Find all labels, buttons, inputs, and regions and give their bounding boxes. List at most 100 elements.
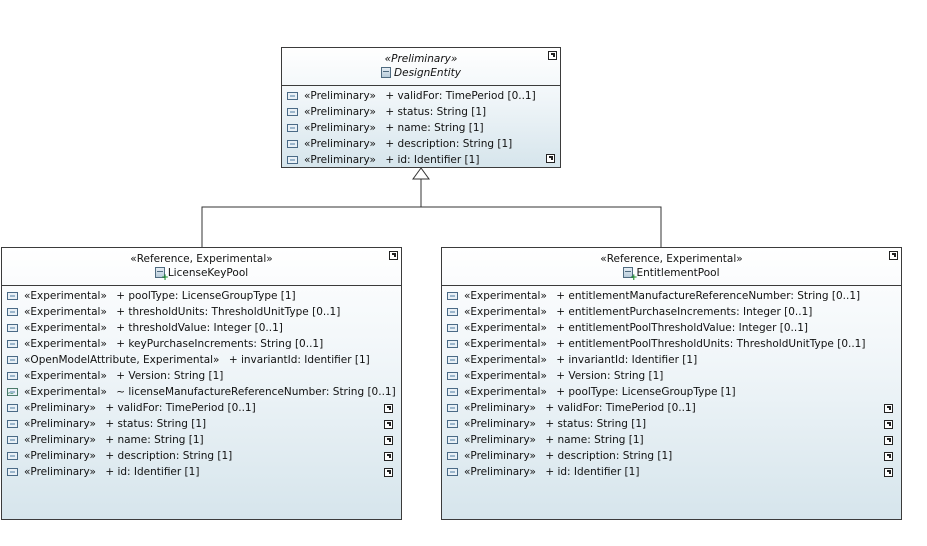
attribute-stereotype: «Experimental» bbox=[24, 290, 107, 302]
attribute-row[interactable]: «Preliminary» + description: String [1] bbox=[447, 448, 901, 464]
link-icon[interactable] bbox=[884, 452, 893, 461]
attribute-text: + name: String [1] bbox=[385, 122, 484, 134]
attribute-stereotype: «Preliminary» bbox=[24, 450, 96, 462]
attribute-text: + name: String [1] bbox=[545, 434, 644, 446]
attribute-text: + description: String [1] bbox=[385, 138, 513, 150]
attribute-stereotype: «Experimental» bbox=[464, 322, 547, 334]
attribute-icon bbox=[287, 92, 298, 100]
attribute-row[interactable]: «Preliminary» + validFor: TimePeriod [0.… bbox=[7, 400, 401, 416]
attribute-text: + Version: String [1] bbox=[116, 370, 224, 382]
attribute-list: «Experimental» + poolType: LicenseGroupT… bbox=[2, 286, 401, 480]
class-name: DesignEntity bbox=[282, 66, 560, 81]
attribute-text: + entitlementPoolThresholdUnits: Thresho… bbox=[556, 338, 866, 350]
attribute-text: ~ licenseManufactureReferenceNumber: Str… bbox=[116, 386, 396, 398]
link-icon[interactable] bbox=[884, 420, 893, 429]
attribute-text: + id: Identifier [1] bbox=[105, 466, 200, 478]
attribute-row[interactable]: «Preliminary» + status: String [1] bbox=[447, 416, 901, 432]
attribute-stereotype: «Preliminary» bbox=[304, 138, 376, 150]
attribute-text: + id: Identifier [1] bbox=[545, 466, 640, 478]
attribute-text: + keyPurchaseIncrements: String [0..1] bbox=[116, 338, 324, 350]
link-icon[interactable] bbox=[389, 251, 398, 260]
generalization-connector bbox=[201, 206, 662, 247]
link-icon[interactable] bbox=[884, 436, 893, 445]
attribute-text: + entitlementManufactureReferenceNumber:… bbox=[556, 290, 861, 302]
link-icon[interactable] bbox=[884, 404, 893, 413]
attribute-stereotype: «Preliminary» bbox=[304, 90, 376, 102]
attribute-row[interactable]: «Experimental» + entitlementPurchaseIncr… bbox=[447, 304, 901, 320]
attribute-row[interactable]: «Preliminary» + id: Identifier [1] bbox=[447, 464, 901, 480]
attribute-row[interactable]: «Experimental» + thresholdUnits: Thresho… bbox=[7, 304, 401, 320]
class-stereotype: «Reference, Experimental» bbox=[130, 253, 273, 265]
attribute-text: + poolType: LicenseGroupType [1] bbox=[556, 386, 736, 398]
compartment-divider bbox=[442, 285, 901, 286]
attribute-row[interactable]: «Experimental» + poolType: LicenseGroupT… bbox=[7, 288, 401, 304]
class-design-entity[interactable]: «Preliminary» DesignEntity «Preliminary»… bbox=[281, 47, 561, 168]
attribute-stereotype: «Experimental» bbox=[24, 370, 107, 382]
class-license-key-pool[interactable]: «Reference, Experimental» LicenseKeyPool… bbox=[1, 247, 402, 520]
attribute-row[interactable]: «Preliminary» + status: String [1] bbox=[287, 104, 560, 120]
attribute-stereotype: «Preliminary» bbox=[24, 418, 96, 430]
attribute-stereotype: «Experimental» bbox=[464, 306, 547, 318]
link-icon[interactable] bbox=[384, 468, 393, 477]
attribute-icon bbox=[447, 356, 458, 364]
attribute-stereotype: «Preliminary» bbox=[304, 122, 376, 134]
attribute-row[interactable]: «Experimental» + entitlementManufactureR… bbox=[447, 288, 901, 304]
attribute-text: + entitlementPurchaseIncrements: Integer… bbox=[556, 306, 813, 318]
attribute-row[interactable]: «Experimental» + thresholdValue: Integer… bbox=[7, 320, 401, 336]
attribute-stereotype: «Preliminary» bbox=[24, 434, 96, 446]
attribute-icon bbox=[7, 468, 18, 476]
attribute-row[interactable]: «Experimental» + keyPurchaseIncrements: … bbox=[7, 336, 401, 352]
attribute-text: + thresholdUnits: ThresholdUnitType [0..… bbox=[116, 306, 341, 318]
attribute-stereotype: «Experimental» bbox=[464, 338, 547, 350]
attribute-text: + thresholdValue: Integer [0..1] bbox=[116, 322, 283, 334]
attribute-text: + poolType: LicenseGroupType [1] bbox=[116, 290, 296, 302]
link-icon[interactable] bbox=[546, 154, 555, 163]
link-icon[interactable] bbox=[884, 468, 893, 477]
attribute-icon bbox=[7, 340, 18, 348]
class-icon bbox=[154, 267, 169, 282]
attribute-row[interactable]: «Experimental» + entitlementPoolThreshol… bbox=[447, 336, 901, 352]
attribute-row[interactable]: «Preliminary» + description: String [1] bbox=[287, 136, 560, 152]
attribute-stereotype: «Experimental» bbox=[464, 290, 547, 302]
attribute-icon bbox=[287, 124, 298, 132]
attribute-row[interactable]: «Preliminary» + id: Identifier [1] bbox=[287, 152, 560, 168]
attribute-row[interactable]: «Preliminary» + validFor: TimePeriod [0.… bbox=[287, 88, 560, 104]
attribute-text: + status: String [1] bbox=[545, 418, 647, 430]
attribute-icon bbox=[447, 388, 458, 396]
link-icon[interactable] bbox=[384, 404, 393, 413]
attribute-stereotype: «Experimental» bbox=[24, 386, 107, 398]
attribute-text: + status: String [1] bbox=[385, 106, 487, 118]
attribute-row[interactable]: «OpenModelAttribute, Experimental» + inv… bbox=[7, 352, 401, 368]
attribute-list: «Experimental» + entitlementManufactureR… bbox=[442, 286, 901, 480]
attribute-row[interactable]: «Experimental» + invariantId: Identifier… bbox=[447, 352, 901, 368]
attribute-row[interactable]: «Preliminary» + description: String [1] bbox=[7, 448, 401, 464]
attribute-text: + name: String [1] bbox=[105, 434, 204, 446]
attribute-icon bbox=[447, 340, 458, 348]
attribute-text: + validFor: TimePeriod [0..1] bbox=[385, 90, 536, 102]
attribute-row[interactable]: «Experimental» + entitlementPoolThreshol… bbox=[447, 320, 901, 336]
link-icon[interactable] bbox=[384, 436, 393, 445]
attribute-row[interactable]: «Preliminary» + name: String [1] bbox=[7, 432, 401, 448]
attribute-icon bbox=[7, 292, 18, 300]
link-icon[interactable] bbox=[384, 420, 393, 429]
link-icon[interactable] bbox=[384, 452, 393, 461]
class-entitlement-pool[interactable]: «Reference, Experimental» EntitlementPoo… bbox=[441, 247, 902, 520]
attribute-row[interactable]: «Experimental» + Version: String [1] bbox=[7, 368, 401, 384]
link-icon[interactable] bbox=[548, 51, 557, 60]
attribute-row[interactable]: «Preliminary» + validFor: TimePeriod [0.… bbox=[447, 400, 901, 416]
attribute-row[interactable]: «Preliminary» + name: String [1] bbox=[287, 120, 560, 136]
attribute-icon bbox=[447, 452, 458, 460]
link-icon[interactable] bbox=[889, 251, 898, 260]
attribute-row[interactable]: «Experimental» + Version: String [1] bbox=[447, 368, 901, 384]
attribute-icon bbox=[7, 308, 18, 316]
attribute-row[interactable]: «Experimental» ~ licenseManufactureRefer… bbox=[7, 384, 401, 400]
attribute-row[interactable]: «Experimental» + poolType: LicenseGroupT… bbox=[447, 384, 901, 400]
attribute-icon bbox=[7, 420, 18, 428]
compartment-divider bbox=[282, 85, 560, 86]
attribute-row[interactable]: «Preliminary» + id: Identifier [1] bbox=[7, 464, 401, 480]
attribute-row[interactable]: «Preliminary» + name: String [1] bbox=[447, 432, 901, 448]
attribute-text: + description: String [1] bbox=[105, 450, 233, 462]
attribute-row[interactable]: «Preliminary» + status: String [1] bbox=[7, 416, 401, 432]
attribute-stereotype: «Preliminary» bbox=[24, 402, 96, 414]
